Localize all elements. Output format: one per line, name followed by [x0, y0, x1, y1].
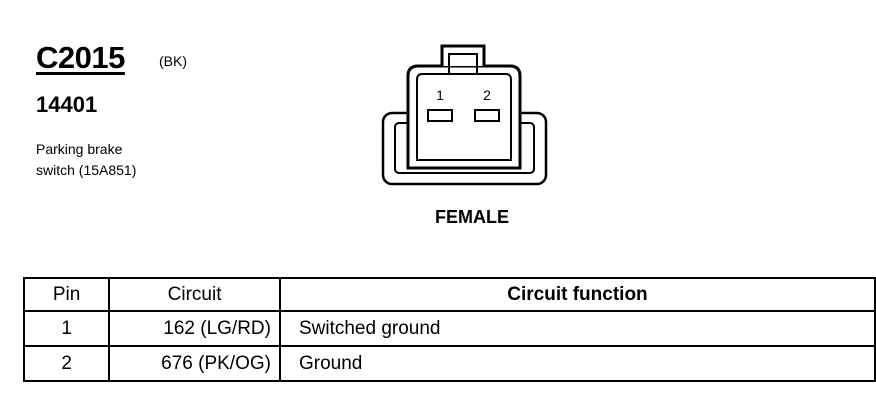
header-circuit: Circuit: [108, 277, 281, 312]
connector-body: [406, 64, 522, 170]
cell-function: Ground: [278, 345, 876, 382]
pin-2-cavity: [474, 109, 500, 122]
pin-1-cavity: [427, 109, 453, 122]
pinout-table: Pin Circuit Circuit function 1 162 (LG/R…: [22, 277, 876, 382]
cell-circuit: 162 (LG/RD): [108, 310, 281, 347]
table-row: 2 676 (PK/OG) Ground: [22, 345, 876, 382]
connector-cavity: [416, 73, 512, 161]
description-line-2: switch (15A851): [36, 162, 137, 178]
table-row: 1 162 (LG/RD) Switched ground: [22, 310, 876, 347]
header-circuit-function: Circuit function: [278, 277, 876, 312]
pin-2-label: 2: [483, 87, 491, 103]
pin-1-label: 1: [436, 87, 444, 103]
connector-gender-label: FEMALE: [435, 207, 509, 227]
connector-face-diagram: 1 2: [381, 44, 548, 186]
description-line-1: Parking brake: [36, 141, 123, 157]
cell-circuit: 676 (PK/OG): [108, 345, 281, 382]
table-header-row: Pin Circuit Circuit function: [22, 277, 876, 312]
connector-description: Parking brake switch (15A851): [36, 139, 236, 181]
cell-pin: 1: [22, 310, 111, 347]
header-pin: Pin: [22, 277, 111, 312]
cell-function: Switched ground: [278, 310, 876, 347]
cell-pin: 2: [22, 345, 111, 382]
connector-id: C2015: [36, 40, 125, 75]
part-number: 14401: [36, 92, 98, 117]
connector-locking-tab: [440, 44, 486, 66]
connector-color: (BK): [159, 53, 187, 69]
connector-locking-tab-inner: [448, 53, 478, 74]
